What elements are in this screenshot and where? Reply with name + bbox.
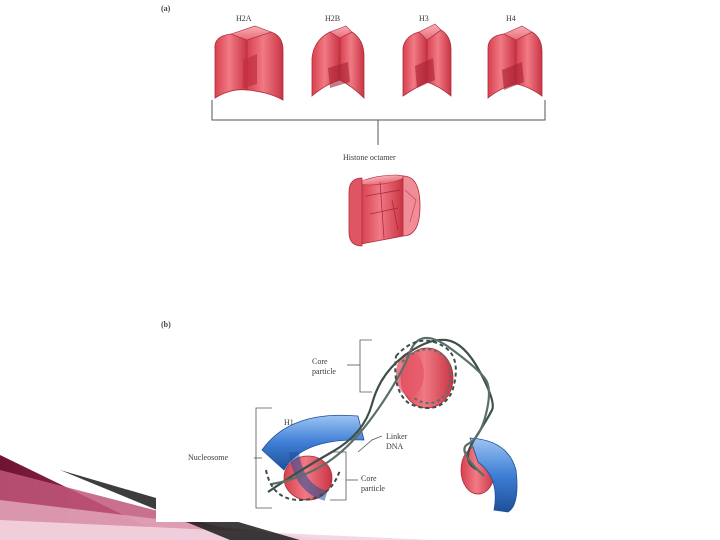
linker-dna-line2: DNA — [386, 442, 407, 452]
core-particle-top-label: Core particle — [312, 357, 336, 377]
core-particle-bottom-label: Core particle — [361, 474, 385, 494]
linker-dna-label: Linker DNA — [386, 432, 407, 452]
core-particle-bottom-line1: Core — [361, 474, 385, 484]
h1-label: H1 — [284, 418, 294, 428]
core-particle-top-line2: particle — [312, 367, 336, 377]
histone-h2a-subunit — [215, 26, 283, 100]
core-particle-top-line1: Core — [312, 357, 336, 367]
histone-label-h2a: H2A — [236, 14, 252, 24]
histone-octamer-label: Histone octamer — [343, 153, 396, 163]
part-b-label: (b) — [161, 320, 171, 330]
histone-octamer-cylinder — [349, 173, 420, 246]
part-a-label: (a) — [161, 4, 170, 14]
core-particle-bottom-line2: particle — [361, 484, 385, 494]
linker-dna-line1: Linker — [386, 432, 407, 442]
histone-label-h2b: H2B — [325, 14, 340, 24]
histone-label-h3: H3 — [419, 14, 429, 24]
histone-label-h4: H4 — [506, 14, 516, 24]
nucleosome-label: Nucleosome — [188, 453, 228, 463]
